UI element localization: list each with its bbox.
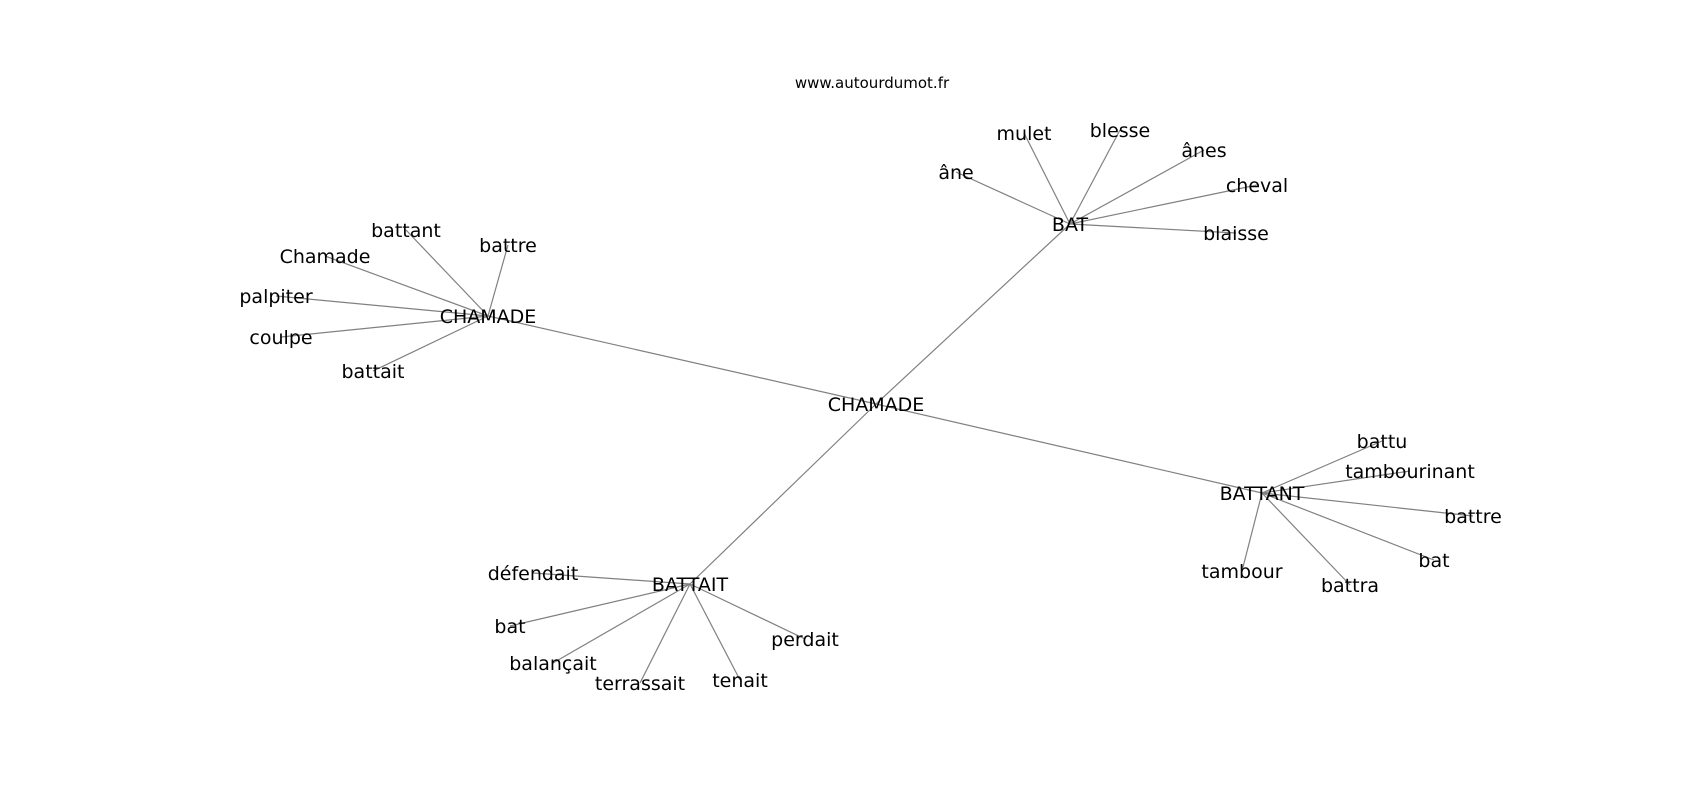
edge-battant-leaf-3 — [1261, 492, 1435, 561]
edge-bat-leaf-4 — [1069, 184, 1258, 225]
leaf-node-battait-5: perdait — [771, 629, 839, 651]
edge-battant-leaf-1 — [1261, 470, 1411, 494]
edge-center-battait — [689, 403, 877, 585]
edge-chamade-leaf-5 — [372, 315, 489, 372]
leaf-node-battait-2: balançait — [509, 653, 597, 675]
watermark-text: www.autourdumot.fr — [795, 74, 950, 92]
hub-node-battait: BATTAIT — [652, 574, 729, 596]
edge-chamade-leaf-3 — [275, 295, 489, 317]
edge-chamade-leaf-4 — [280, 315, 489, 338]
edge-bat-leaf-0 — [955, 171, 1071, 225]
edge-chamade-leaf-1 — [487, 244, 509, 317]
edge-bat-leaf-1 — [1023, 132, 1071, 225]
hub-node-chamade: CHAMADE — [440, 306, 537, 328]
edge-center-battant — [875, 403, 1263, 494]
leaf-node-chamade-3: palpiter — [239, 286, 312, 308]
leaf-node-battant-0: battu — [1357, 431, 1408, 453]
leaf-node-battant-3: bat — [1418, 550, 1449, 572]
labels: CHAMADECHAMADEbattantbattreChamadepalpit… — [239, 120, 1501, 695]
edge-battait-leaf-4 — [689, 583, 741, 681]
leaf-node-bat-2: blesse — [1090, 120, 1151, 142]
leaf-node-battant-2: battre — [1444, 506, 1502, 528]
leaf-node-chamade-0: battant — [371, 220, 441, 242]
leaf-node-chamade-1: battre — [479, 235, 537, 257]
edge-battait-leaf-3 — [639, 583, 691, 684]
edge-battant-leaf-4 — [1261, 492, 1351, 586]
leaf-node-battant-1: tambourinant — [1345, 461, 1475, 483]
edges — [275, 129, 1474, 684]
hub-node-battant: BATTANT — [1220, 483, 1305, 505]
leaf-node-battait-1: bat — [494, 616, 525, 638]
leaf-node-bat-5: blaisse — [1203, 223, 1269, 245]
leaf-node-battait-3: terrassait — [595, 673, 685, 695]
edge-battant-leaf-5 — [1241, 492, 1263, 572]
leaf-node-battait-0: défendait — [488, 563, 579, 585]
edge-chamade-leaf-2 — [324, 255, 489, 317]
center-node-label: CHAMADE — [828, 394, 925, 416]
edge-battant-leaf-0 — [1261, 440, 1383, 494]
edge-battait-leaf-5 — [689, 583, 806, 640]
edge-chamade-leaf-0 — [405, 229, 489, 317]
edge-battait-leaf-1 — [509, 583, 691, 627]
edge-battait-leaf-2 — [552, 583, 691, 664]
leaf-node-bat-3: ânes — [1181, 140, 1226, 162]
edge-bat-leaf-3 — [1069, 149, 1205, 225]
leaf-node-battant-5: tambour — [1201, 561, 1282, 583]
leaf-node-bat-4: cheval — [1226, 175, 1288, 197]
leaf-node-battait-4: tenait — [712, 670, 768, 692]
hub-node-bat: BAT — [1052, 214, 1089, 236]
edge-bat-leaf-2 — [1069, 129, 1121, 225]
leaf-node-bat-1: mulet — [997, 123, 1052, 145]
edge-bat-leaf-5 — [1069, 223, 1237, 234]
leaf-node-bat-0: âne — [938, 162, 973, 184]
edge-center-chamade — [487, 315, 877, 405]
edge-battait-leaf-0 — [532, 572, 691, 585]
leaf-node-chamade-5: battait — [342, 361, 405, 383]
leaf-node-chamade-2: Chamade — [280, 246, 371, 268]
edge-battant-leaf-2 — [1261, 492, 1474, 517]
edge-center-bat — [875, 223, 1071, 405]
leaf-node-battant-4: battra — [1321, 575, 1379, 597]
leaf-node-chamade-4: coulpe — [249, 327, 312, 349]
